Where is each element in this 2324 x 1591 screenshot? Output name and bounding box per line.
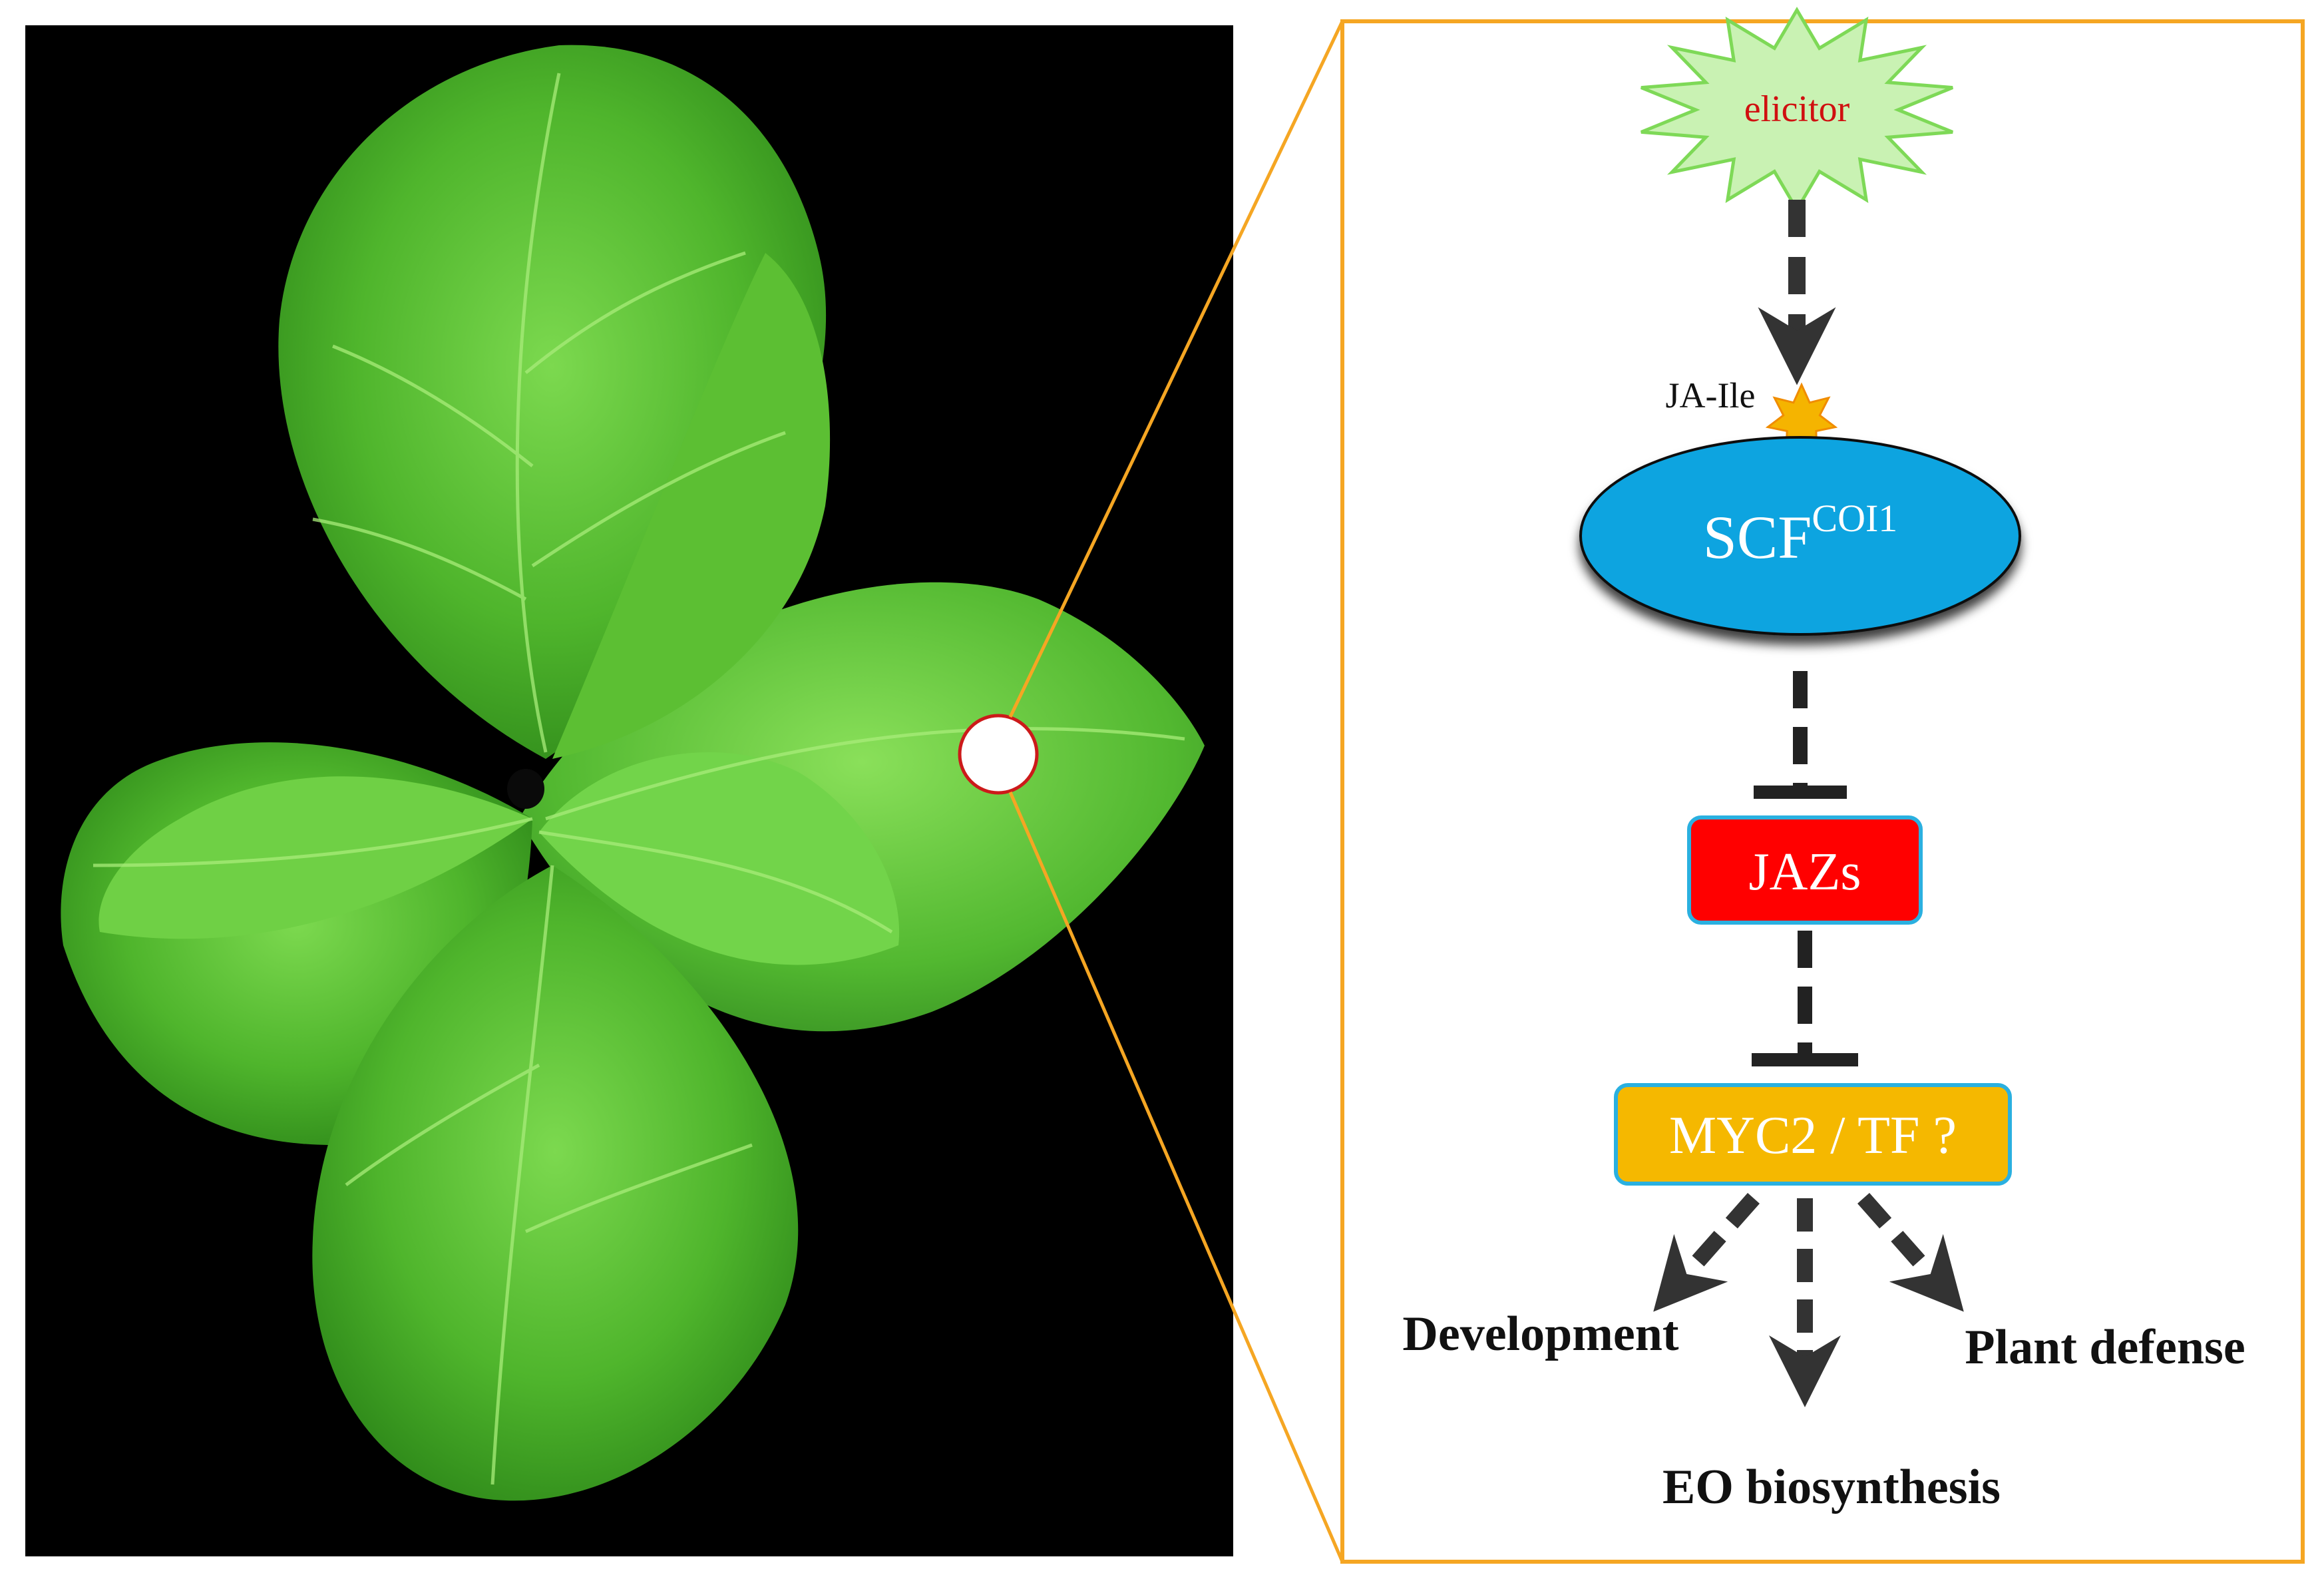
leaf-bottom [312, 865, 799, 1501]
jazs-node: JAZs [1687, 815, 1923, 925]
output-development-label: Development [1402, 1307, 1678, 1361]
zoom-connector-lines [1008, 20, 1344, 1562]
zoom-line-bottom [1008, 792, 1344, 1562]
inhibition-scf-to-jazs [1754, 671, 1847, 799]
plant-photo-panel [25, 25, 1233, 1556]
ja-ile-label: JA-Ile [1666, 375, 1756, 415]
leaf-inner-right [539, 752, 900, 965]
leaf-inner-left [98, 776, 532, 939]
elicitor-label: elicitor [1744, 89, 1850, 130]
scf-superscript: COI1 [1812, 497, 1897, 540]
arrow-to-development [1653, 1193, 1760, 1312]
zoom-marker-circle [958, 714, 1039, 795]
scf-main-text: SCF [1703, 503, 1812, 571]
scf-coi1-node: SCFCOI1 [1579, 436, 2021, 636]
jazs-box [1687, 815, 1923, 925]
plant-center [507, 769, 544, 809]
signaling-diagram-panel: elicitor JA-Ile SCFCOI1 JAZs [1340, 7, 2305, 1564]
myc2-box [1614, 1083, 2012, 1186]
zoom-line-top [1008, 20, 1344, 718]
jazs-label: JAZs [1749, 843, 1861, 901]
leaf-veins [93, 73, 1185, 1485]
myc2-label: MYC2 / TF ? [1669, 1106, 1957, 1165]
plant-leaves [61, 45, 1205, 1501]
leaf-top-right [552, 253, 831, 759]
arrow-to-plant-defense [1857, 1193, 1964, 1312]
output-plant-defense-label: Plant defense [1965, 1320, 2245, 1375]
inhibition-jazs-to-myc2 [1752, 931, 1858, 1066]
output-eo-biosynthesis-label: EO biosynthesis [1662, 1460, 2001, 1514]
scf-ellipse [1579, 436, 2021, 636]
output-arrows [1653, 1193, 1964, 1407]
myc2-node: MYC2 / TF ? [1614, 1083, 2012, 1186]
scf-label: SCFCOI1 [1703, 497, 1898, 571]
